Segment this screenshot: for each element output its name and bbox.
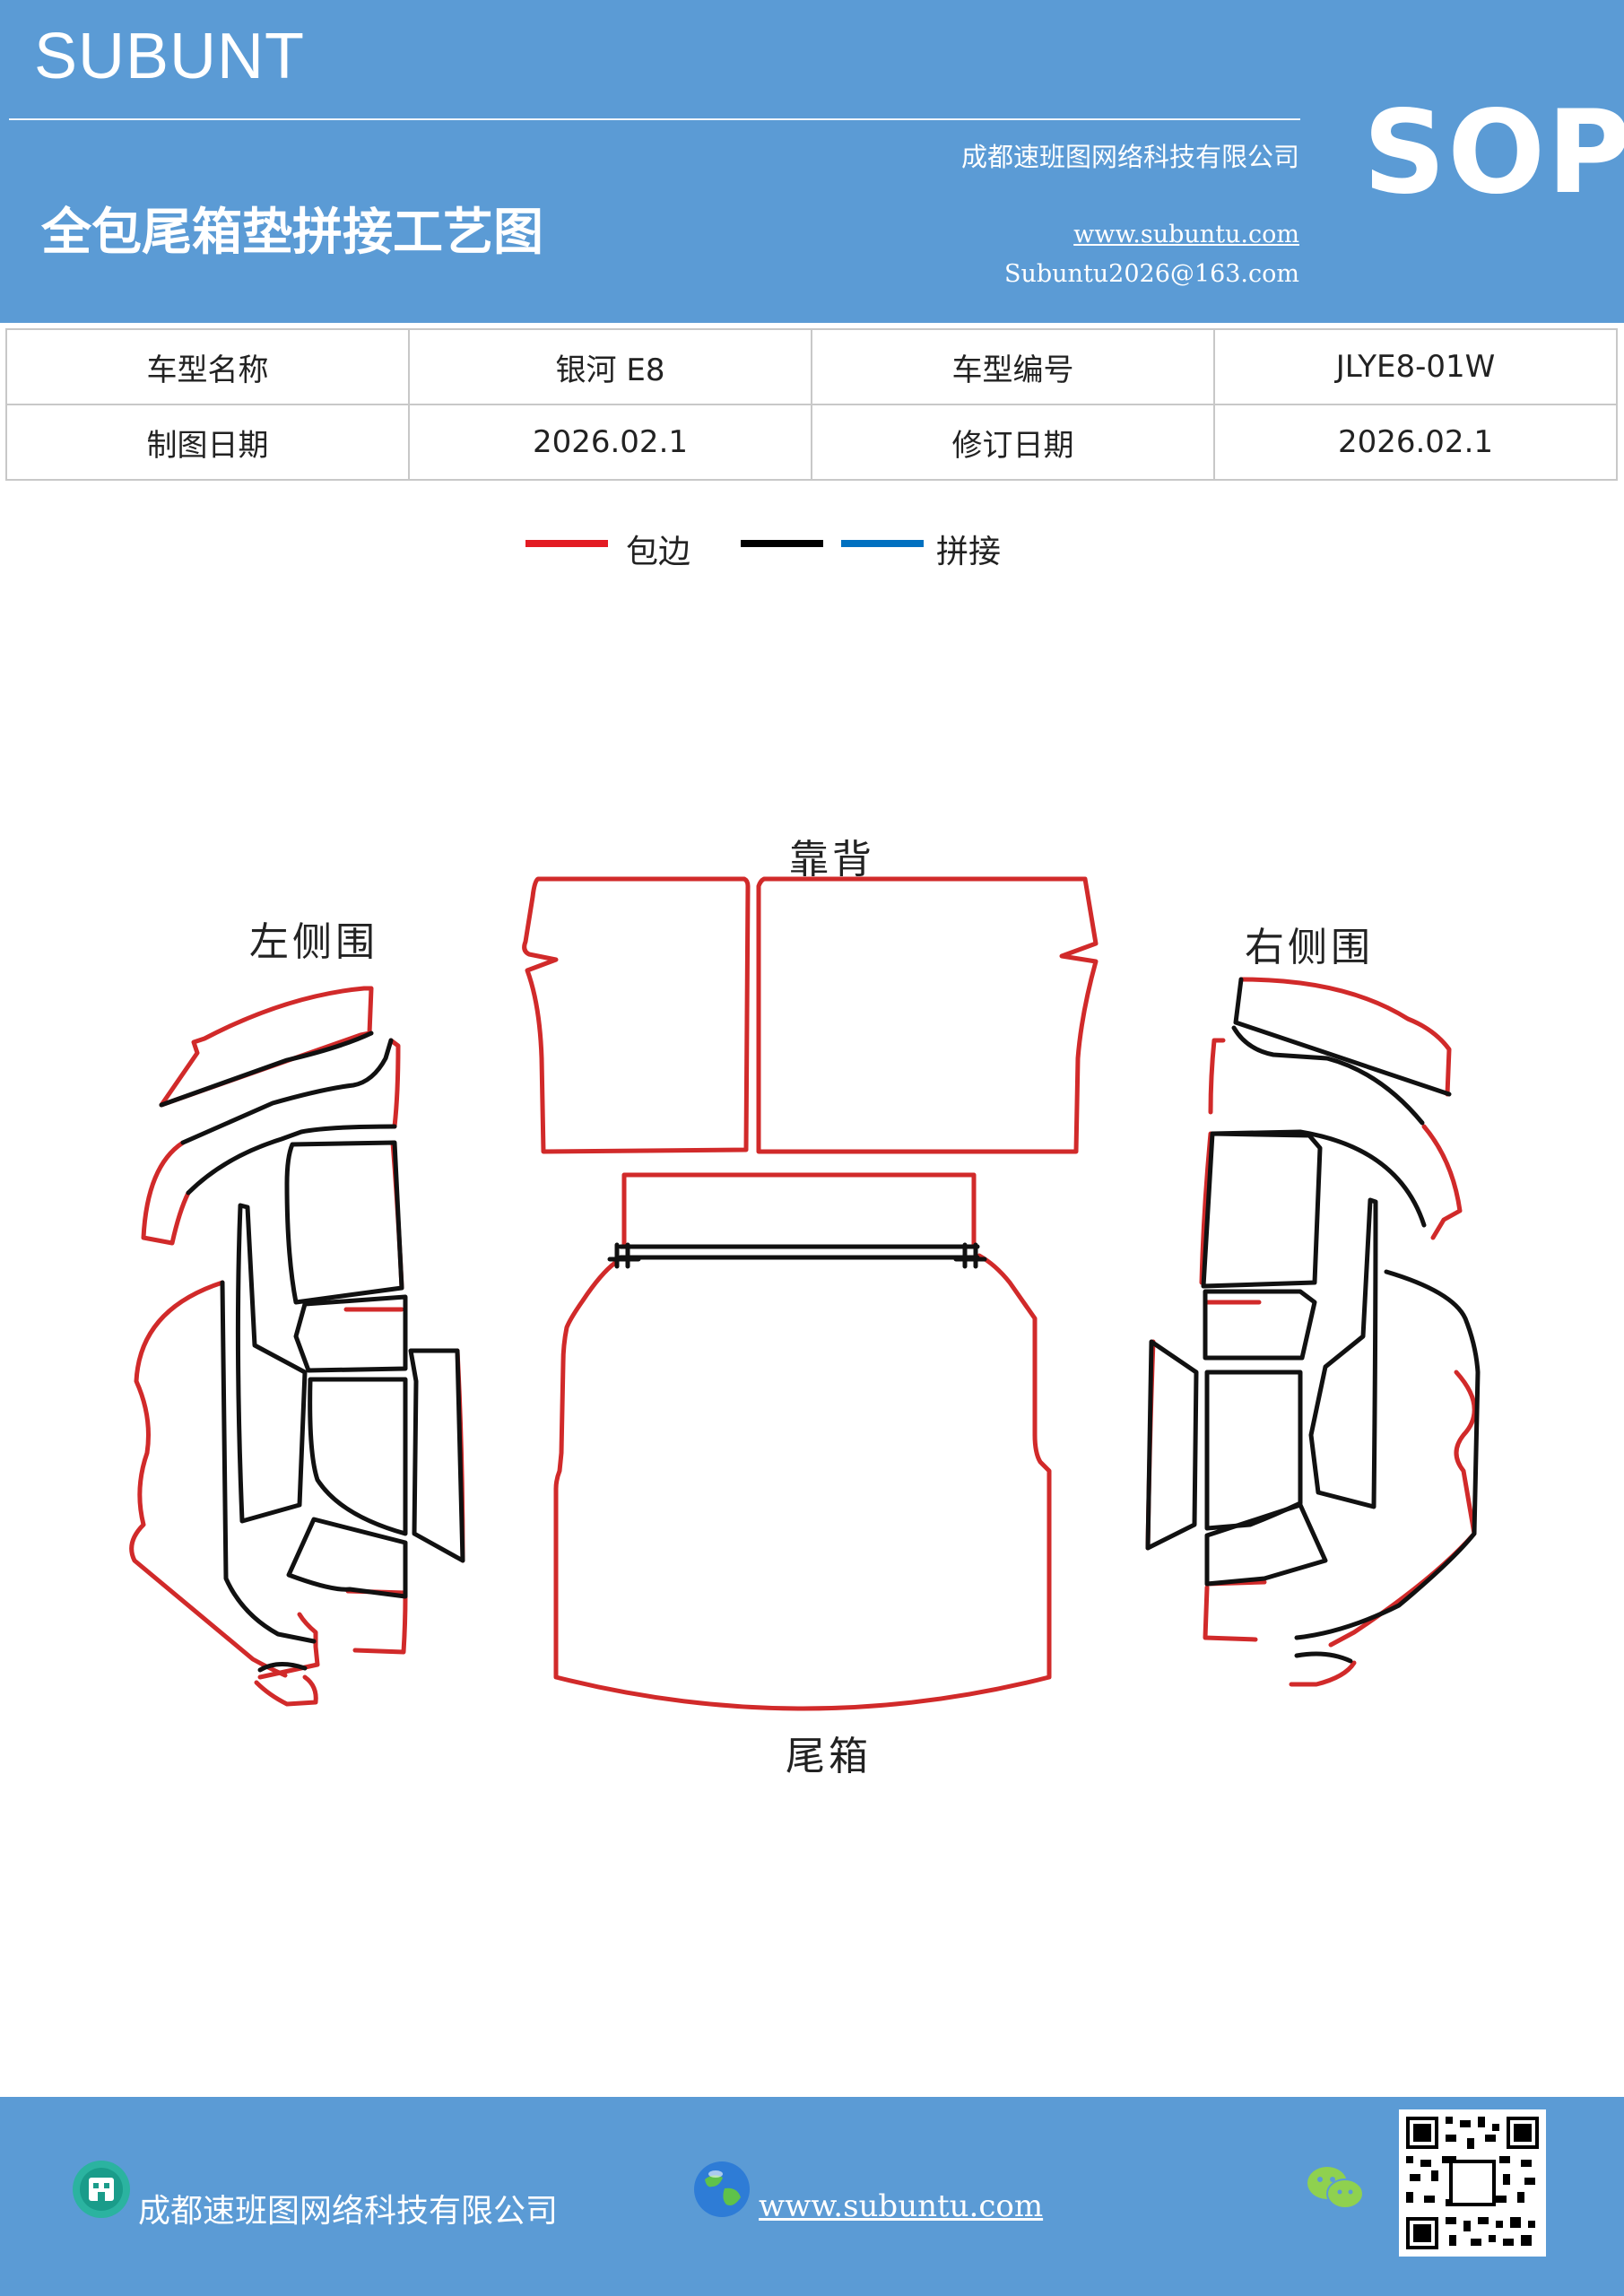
model-code-value: JLYE8-01W — [1213, 328, 1618, 405]
right-side-edge-arch — [1421, 1124, 1463, 1240]
globe-icon — [694, 2161, 750, 2217]
model-code-label: 车型编号 — [811, 328, 1215, 405]
right-side-edge-mid — [1208, 1038, 1226, 1115]
right-panel-a — [1201, 1131, 1323, 1289]
info-table: 车型名称 银河 E8 车型编号 JLYE8-01W 制图日期 2026.02.1… — [5, 328, 1618, 481]
legend: 包边 拼接 — [0, 520, 1624, 574]
left-seam-tail — [257, 1662, 308, 1673]
label-left-side: 左侧围 — [249, 919, 378, 965]
header-divider — [9, 118, 1300, 120]
left-seam-2 — [180, 1038, 394, 1145]
company-name: 成都速班图网络科技有限公司 — [960, 142, 1299, 172]
model-name-label: 车型名称 — [5, 328, 410, 405]
right-panel-e — [1204, 1502, 1328, 1587]
label-backrest: 靠背 — [789, 837, 875, 883]
trunk-seam-band — [618, 1244, 980, 1260]
right-side-edge-top — [1238, 977, 1452, 1097]
footer-website-link[interactable]: www.subuntu.com — [759, 2188, 1044, 2224]
left-side-edge-tail — [257, 1612, 320, 1680]
trunk-seam-clip-right — [953, 1242, 987, 1269]
right-panel-f — [1308, 1197, 1378, 1509]
left-panel-e-edge — [352, 1594, 408, 1655]
backrest-right-panel — [756, 876, 1099, 1154]
model-name-value: 银河 E8 — [408, 328, 812, 405]
trunk-seam-clip-left — [607, 1242, 641, 1269]
document-title: 全包尾箱垫拼接工艺图 — [41, 203, 543, 262]
revise-date-label: 修订日期 — [811, 404, 1215, 481]
trunk-top-strip — [621, 1172, 977, 1249]
right-panel-b — [1203, 1289, 1317, 1361]
right-seam-3 — [1210, 1129, 1427, 1228]
left-panel-b — [293, 1294, 408, 1373]
draw-date-value: 2026.02.1 — [408, 404, 812, 481]
qr-code-icon — [1406, 2117, 1539, 2249]
right-panel-e-edge — [1203, 1585, 1258, 1642]
left-panel-d — [408, 1348, 465, 1563]
header-banner — [0, 0, 1624, 323]
right-seam-foot — [1294, 1651, 1353, 1664]
backrest-left-panel — [522, 876, 751, 1154]
left-panel-c — [308, 1377, 408, 1536]
left-side-edge-arch — [141, 1140, 191, 1246]
left-side-edge-bottom — [129, 1280, 288, 1678]
right-panel-a-edge — [1199, 1131, 1213, 1285]
qr-code — [1399, 2109, 1546, 2257]
left-side-edge-top — [159, 986, 374, 1108]
right-panel-d — [1145, 1339, 1199, 1551]
legend-black-swatch — [741, 540, 823, 547]
legend-blue-swatch — [841, 540, 924, 547]
label-right-side: 右侧围 — [1245, 925, 1374, 970]
email-address: Subuntu2026@163.com — [1004, 260, 1299, 288]
left-panel-f — [235, 1203, 308, 1524]
wechat-icon[interactable] — [1304, 2161, 1367, 2215]
legend-edge-label: 包边 — [626, 534, 691, 570]
draw-date-label: 制图日期 — [5, 404, 410, 481]
table-row: 制图日期 2026.02.1 修订日期 2026.02.1 — [5, 404, 1618, 481]
brand-name: SUBUNT — [34, 21, 306, 92]
website-link[interactable]: www.subuntu.com — [1073, 221, 1299, 248]
revise-date-value: 2026.02.1 — [1213, 404, 1618, 481]
right-seam-arch — [1294, 1269, 1481, 1640]
legend-splice-label: 拼接 — [936, 534, 1002, 570]
right-side-edge-bottom — [1328, 1370, 1477, 1648]
legend-edge-swatch — [525, 540, 608, 547]
right-panel-c — [1204, 1370, 1303, 1531]
table-row: 车型名称 银河 E8 车型编号 JLYE8-01W — [5, 328, 1618, 405]
sop-badge: SOP — [1363, 86, 1624, 220]
label-trunk: 尾箱 — [786, 1734, 872, 1779]
seam-lines — [159, 977, 1481, 1673]
edge-lines — [129, 876, 1477, 1711]
left-panel-e — [286, 1517, 408, 1599]
left-side-edge-foot — [254, 1674, 318, 1707]
left-seam-1 — [159, 1031, 374, 1108]
trunk-floor — [553, 1253, 1052, 1711]
right-seam-2 — [1231, 1025, 1425, 1126]
left-seam-3 — [186, 1124, 397, 1196]
right-side-edge-foot — [1289, 1660, 1357, 1687]
left-panel-a — [284, 1140, 404, 1305]
footer-company-name: 成都速班图网络科技有限公司 — [138, 2193, 559, 2230]
left-seam-arch — [220, 1280, 317, 1644]
right-seam-1 — [1233, 977, 1452, 1097]
building-icon — [73, 2161, 130, 2218]
left-side-edge-mid — [388, 1038, 401, 1129]
